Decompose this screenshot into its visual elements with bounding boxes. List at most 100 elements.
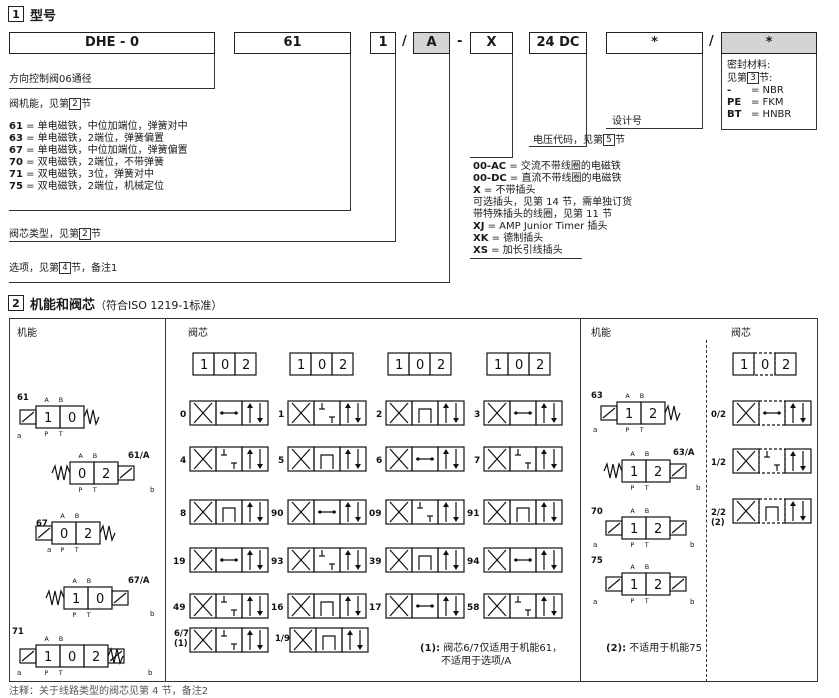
spring (664, 404, 681, 422)
flow-arrow (193, 501, 213, 523)
spool-square (241, 547, 269, 573)
port-label: T (92, 486, 97, 494)
spool-square (535, 593, 563, 619)
code-series: DHE - 0 (9, 32, 215, 54)
spool-code: (1) (174, 639, 188, 649)
arrow-head (790, 501, 796, 506)
spool-square (437, 499, 465, 525)
flow-line (418, 408, 432, 423)
solenoid-mark (671, 465, 685, 477)
spool-square (315, 627, 343, 653)
function-digit: 1 (72, 592, 80, 607)
spool-square (437, 547, 465, 573)
seal-box (721, 54, 817, 130)
spool-square (241, 400, 269, 426)
code-option: A (413, 32, 450, 54)
solenoid-mark (109, 650, 123, 662)
node-dot (234, 411, 238, 415)
arrow-head (257, 418, 263, 423)
spool-code: 93 (271, 557, 284, 567)
spool-square (411, 400, 439, 426)
note-2: (2): 不适用于机能75 (606, 643, 703, 654)
solenoid-mark (37, 527, 51, 539)
code-spool: 1 (370, 32, 396, 54)
separator-slash-2: / (709, 34, 714, 49)
function-digit: 1 (630, 522, 638, 537)
port-label: P (78, 486, 82, 494)
spring (45, 589, 65, 606)
spool-code: 90 (271, 509, 284, 519)
flow-arrow (389, 501, 409, 523)
port-label: a (17, 669, 21, 677)
spool-code: 0 (180, 410, 186, 420)
leader (9, 210, 351, 211)
function-digit: 1 (44, 650, 52, 665)
spool-code: 91 (467, 509, 480, 519)
port-label: a (17, 432, 21, 440)
spool-code: 19 (173, 557, 186, 567)
arrow-head (355, 565, 361, 570)
port-label: b (150, 610, 155, 618)
spool-code: 8 (180, 509, 186, 519)
note-1b: 不适用于选项/A (441, 656, 512, 667)
port-label: B (645, 450, 649, 458)
spool-square (784, 448, 812, 474)
spool-square (341, 627, 369, 653)
code-voltage: 24 DC (529, 32, 587, 54)
spool-code: 7 (474, 456, 480, 466)
function-digit: 2 (102, 467, 110, 482)
spool-code: (2) (711, 518, 725, 528)
port-label: B (640, 392, 644, 400)
spool-code: 6 (376, 456, 382, 466)
leader (350, 54, 351, 210)
plug-item: XJ = AMP Junior Timer 插头 (473, 221, 608, 232)
port-label: P (44, 430, 48, 438)
separator-dash: - (457, 34, 463, 49)
flow-arrow (389, 402, 409, 424)
arrow-head (443, 502, 449, 507)
node-dot (430, 604, 434, 608)
plug-item: 00-DC = 直流不带线圈的电磁铁 (473, 173, 622, 184)
node-dot (416, 457, 420, 461)
spool-code: 4 (180, 456, 186, 466)
solenoid-mark (607, 522, 621, 534)
flow-arrow (487, 595, 507, 617)
divider (470, 258, 582, 259)
flow-arrow (291, 402, 311, 424)
function-digit: 0 (68, 650, 76, 665)
spool-square (215, 446, 243, 472)
spool-square (313, 593, 341, 619)
diagram-frame (9, 318, 818, 682)
port-label: T (644, 541, 649, 549)
arrow-head (247, 403, 253, 408)
solenoid-mark (21, 411, 35, 423)
arrow-head (790, 451, 796, 456)
spool-code: 3 (474, 410, 480, 420)
port-label: T (86, 611, 91, 619)
function-digit: 1 (630, 465, 638, 480)
flow-arrow (487, 501, 507, 523)
digit-cell (234, 352, 257, 376)
spool-square (535, 400, 563, 426)
arrow-head (453, 517, 459, 522)
spool-square (437, 593, 465, 619)
leader (606, 128, 703, 129)
port-label: A (60, 512, 65, 520)
flow-arrow (736, 500, 756, 522)
arrow-head (355, 418, 361, 423)
leader (9, 282, 450, 283)
spool-code: 49 (173, 603, 186, 613)
port-label: A (78, 452, 83, 460)
spool-code: 2 (376, 410, 382, 420)
spool-square (758, 498, 786, 524)
function-code: 63 (591, 391, 603, 401)
spool-code: 1 (278, 410, 284, 420)
spool-square (339, 499, 367, 525)
digit-cell (528, 352, 551, 376)
spool-square (339, 593, 367, 619)
flow-arrow (487, 448, 507, 470)
spool-square (215, 593, 243, 619)
solenoid-mark (119, 467, 133, 479)
